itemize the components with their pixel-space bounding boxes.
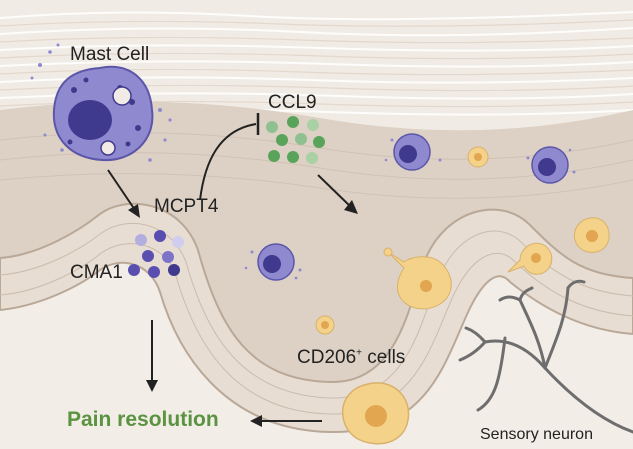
cd206-cell-icon (467, 146, 489, 168)
cma1-granules-icon (128, 230, 184, 278)
inhibition-arrow-icon (199, 113, 260, 201)
cd206-cell-icon (574, 217, 610, 253)
ccl9-label: CCL9 (268, 92, 317, 113)
lumen-area (0, 262, 633, 449)
mast-cell-small-icon (244, 243, 302, 281)
cd206-suffix-text: cells (362, 347, 406, 368)
cd206-cell-icon (383, 247, 452, 310)
cd206-cell-large-icon (341, 382, 410, 445)
mcpt4-label: MCPT4 (154, 196, 219, 217)
cd206-base-text: CD206 (297, 347, 357, 368)
mast-cell-label: Mast Cell (70, 44, 150, 65)
mast-cell-small-icon (526, 146, 576, 184)
mast-cell-icon (30, 43, 172, 162)
pain-resolution-label: Pain resolution (67, 408, 219, 431)
mast-cell-small-icon (384, 133, 442, 171)
sensory-neuron-icon (458, 279, 633, 434)
arrow-cd206-to-pain (250, 415, 322, 427)
ccl9-granules-icon (266, 116, 325, 164)
cd206-cell-icon (507, 242, 553, 275)
cd206-cell-icon (315, 315, 335, 335)
cd206-superscript: + (356, 347, 362, 359)
cd206-cells-label: CD206+ cells (297, 347, 405, 369)
arrow-ccl9-to-cd206 (317, 174, 358, 214)
cma1-label: CMA1 (70, 262, 123, 283)
sensory-neuron-label: Sensory neuron (480, 426, 593, 443)
arrow-cma1-to-pain (146, 320, 158, 392)
arrow-mast-to-mcpt4 (107, 169, 140, 218)
